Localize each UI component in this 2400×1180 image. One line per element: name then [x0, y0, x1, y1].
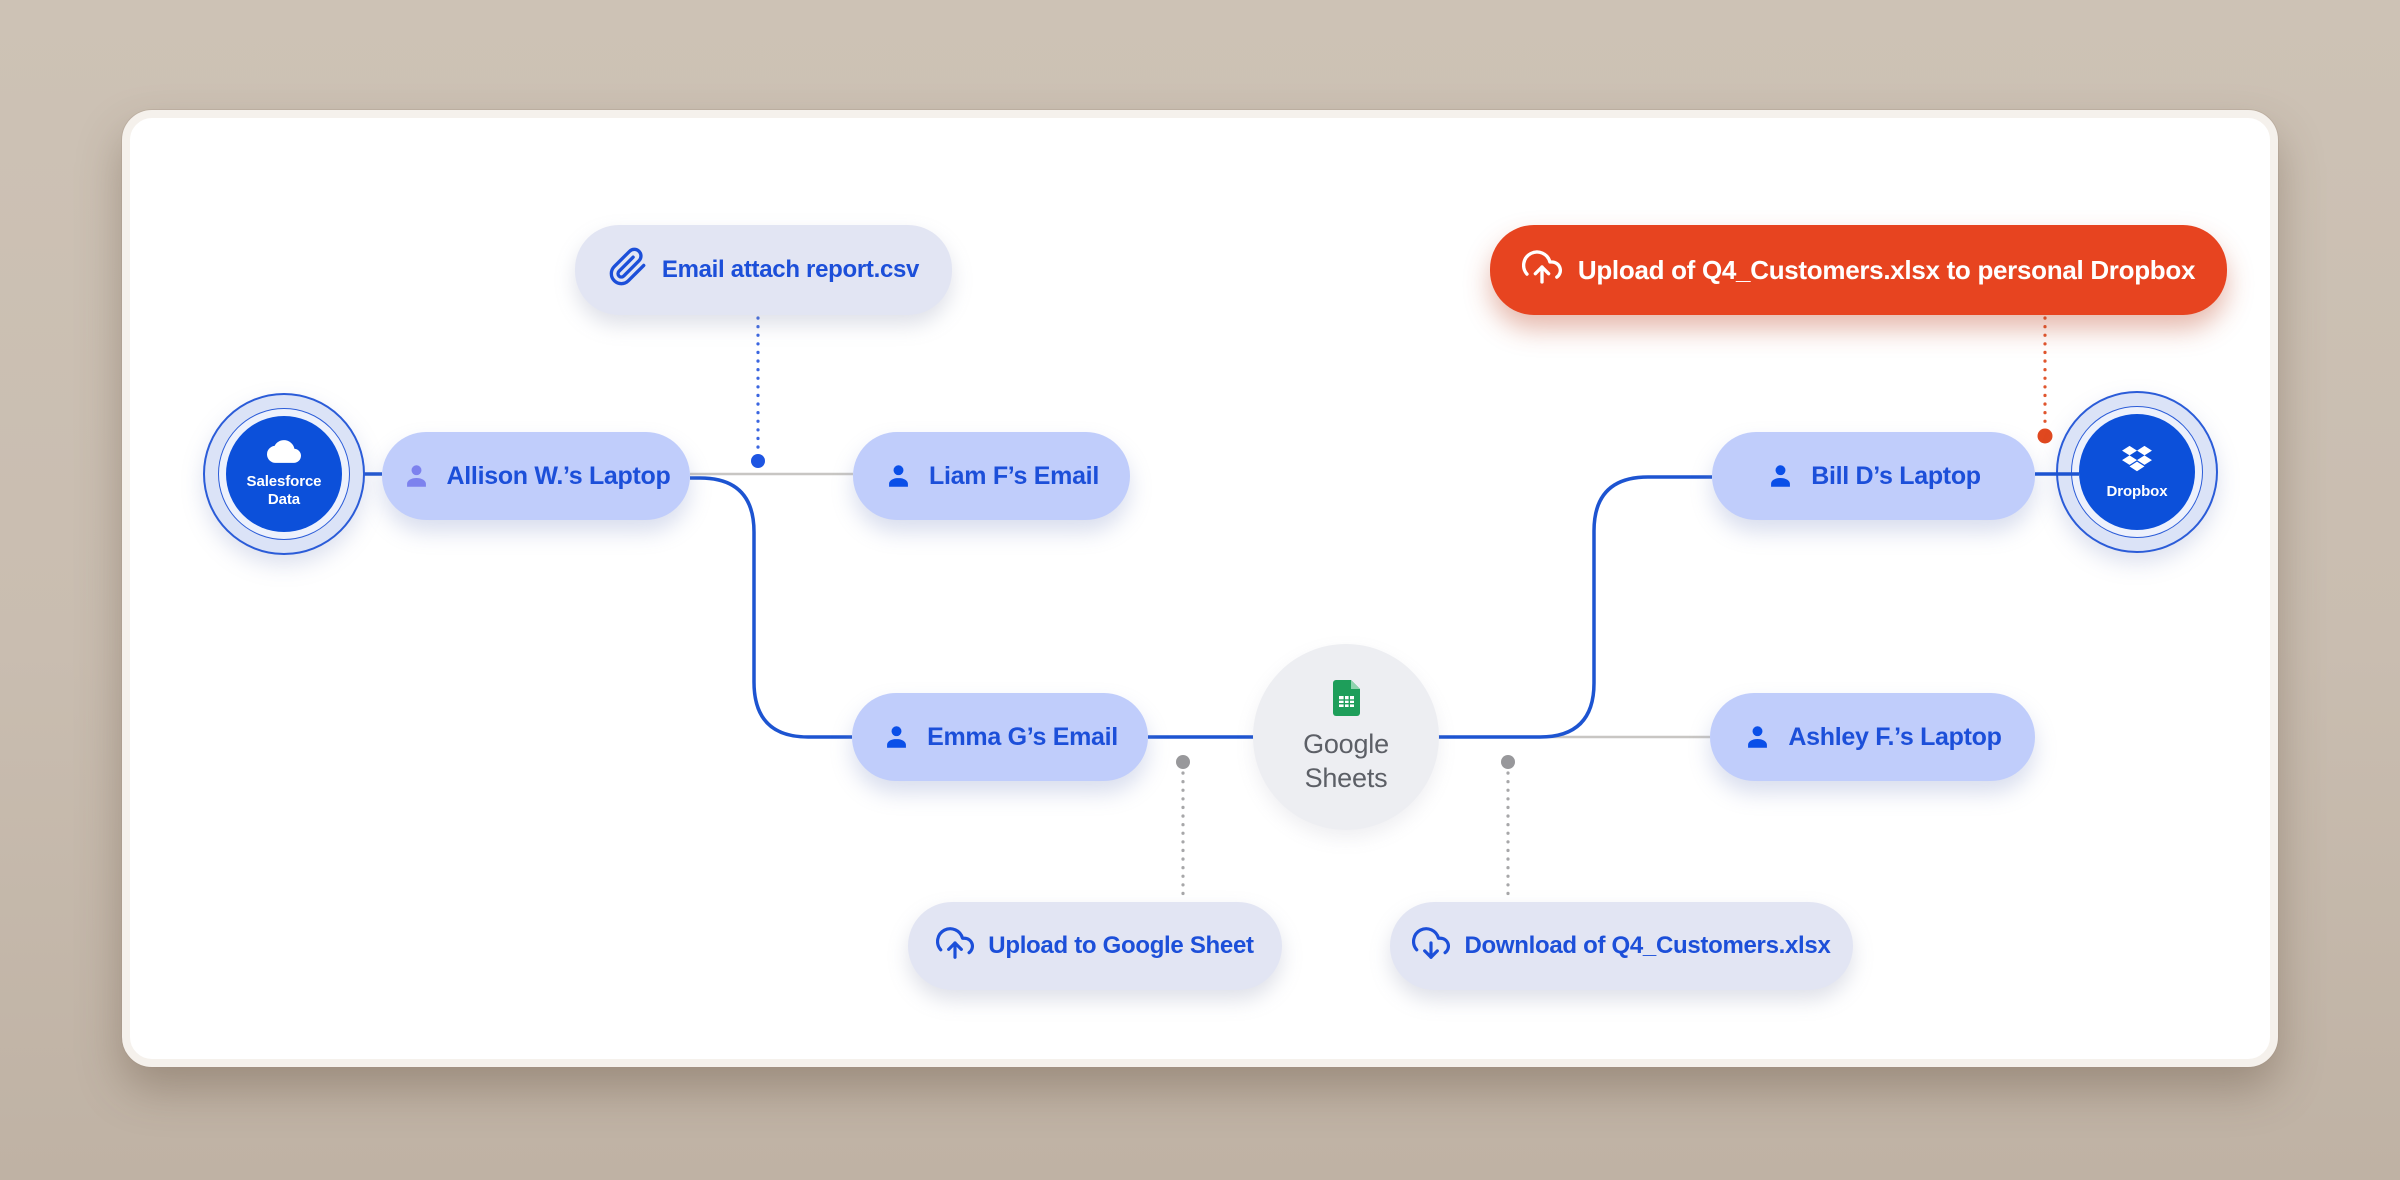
event-label: Upload to Google Sheet — [988, 932, 1254, 959]
node-label: Ashley F.’s Laptop — [1788, 722, 2002, 751]
event-upload-sheet[interactable]: Upload to Google Sheet — [908, 902, 1282, 990]
person-icon — [1743, 723, 1772, 752]
node-bill-laptop[interactable]: Bill D’s Laptop — [1712, 432, 2035, 520]
person-icon — [402, 462, 431, 491]
dropbox-ring: Dropbox — [2071, 406, 2203, 538]
dropbox-core: Dropbox — [2079, 414, 2195, 530]
cloud-upload-icon — [1521, 247, 1562, 294]
node-dropbox[interactable]: Dropbox — [2056, 391, 2218, 553]
cloud-icon — [267, 439, 301, 468]
dropbox-icon — [2122, 444, 2152, 478]
paperclip-icon — [608, 247, 648, 294]
event-label: Download of Q4_Customers.xlsx — [1464, 932, 1831, 959]
node-allison-laptop[interactable]: Allison W.’s Laptop — [382, 432, 690, 520]
alert-dropbox-upload[interactable]: Upload of Q4_Customers.xlsx to personal … — [1490, 225, 2227, 315]
node-label: Dropbox — [2106, 482, 2168, 500]
alert-label: Upload of Q4_Customers.xlsx to personal … — [1577, 254, 2196, 285]
event-email-attach[interactable]: Email attach report.csv — [575, 225, 952, 315]
google-sheets-icon — [1332, 679, 1360, 721]
person-icon — [882, 723, 911, 752]
node-label: Emma G’s Email — [927, 722, 1118, 751]
person-icon — [884, 462, 913, 491]
node-label: Bill D’s Laptop — [1811, 461, 1981, 490]
node-liam-email[interactable]: Liam F’s Email — [853, 432, 1130, 520]
node-label: Liam F’s Email — [929, 461, 1099, 490]
person-icon — [1766, 462, 1795, 491]
node-label: Allison W.’s Laptop — [446, 461, 671, 490]
cloud-upload-icon — [936, 924, 975, 969]
cloud-download-icon — [1412, 924, 1451, 969]
node-ashley-laptop[interactable]: Ashley F.’s Laptop — [1710, 693, 2035, 781]
node-emma-email[interactable]: Emma G’s Email — [852, 693, 1148, 781]
event-download-file[interactable]: Download of Q4_Customers.xlsx — [1390, 902, 1853, 990]
event-label: Email attach report.csv — [661, 256, 920, 283]
